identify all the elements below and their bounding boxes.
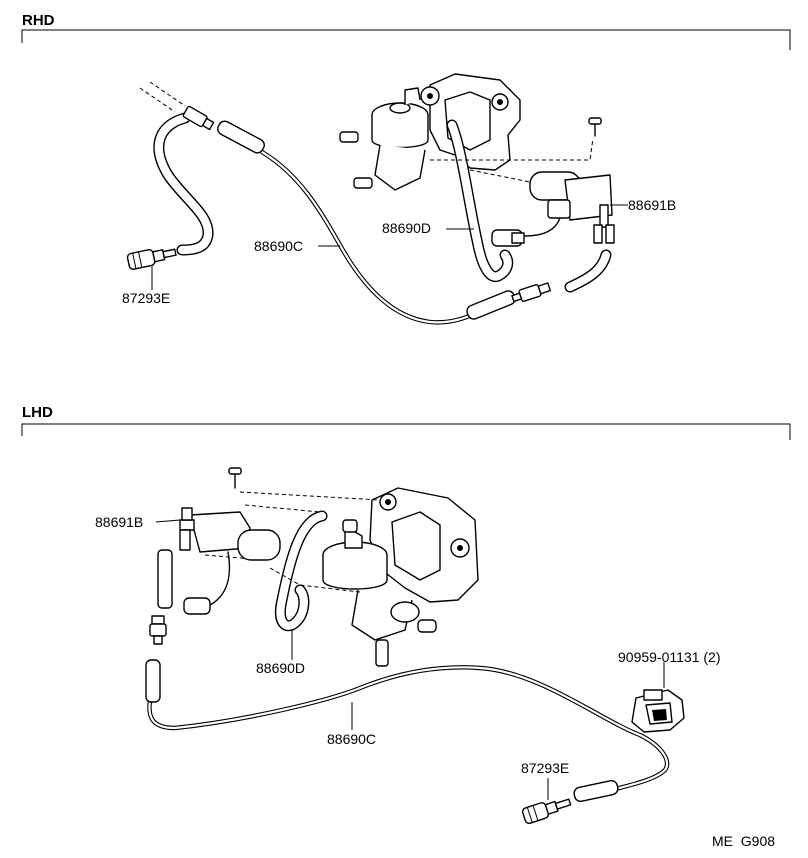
- rhd-valve-87293e: [126, 248, 177, 270]
- lhd-section-title: LHD: [22, 404, 53, 421]
- rhd-hose-88690c: [217, 120, 612, 325]
- lhd-section: LHD: [21, 404, 791, 825]
- rhd-label-88691b: 88691B: [628, 197, 676, 213]
- lhd-label-87293e: 87293E: [521, 760, 569, 776]
- lhd-hose-88690c: [145, 659, 670, 803]
- rhd-throttle-body: [339, 73, 521, 282]
- lhd-clip-90959: [631, 662, 685, 733]
- rhd-section-title: RHD: [22, 12, 55, 29]
- lhd-valve-87293e: [521, 798, 572, 825]
- rhd-left-hose: [139, 81, 215, 256]
- rhd-label-88690d: 88690D: [382, 220, 431, 236]
- lhd-leader-88691b: [155, 519, 181, 523]
- rhd-section: RHD: [21, 12, 791, 325]
- lhd-short-hose: [149, 549, 173, 645]
- lhd-throttle-body: [322, 487, 479, 667]
- lhd-label-90959: 90959-01131 (2): [618, 649, 720, 665]
- lhd-label-88691b: 88691B: [95, 514, 143, 530]
- lhd-section-bracket: [21, 423, 791, 440]
- lhd-hose-88690d: [275, 510, 328, 632]
- rhd-label-88690c: 88690C: [254, 238, 303, 254]
- lhd-vsv-88691b: [179, 467, 381, 615]
- rhd-section-bracket: [21, 29, 791, 50]
- lhd-label-88690d: 88690D: [256, 660, 305, 676]
- rhd-label-87293e: 87293E: [122, 290, 170, 306]
- figure-code: ME G908: [712, 833, 775, 849]
- lhd-label-88690c: 88690C: [327, 731, 376, 747]
- rhd-vsv-88691b: [430, 117, 615, 247]
